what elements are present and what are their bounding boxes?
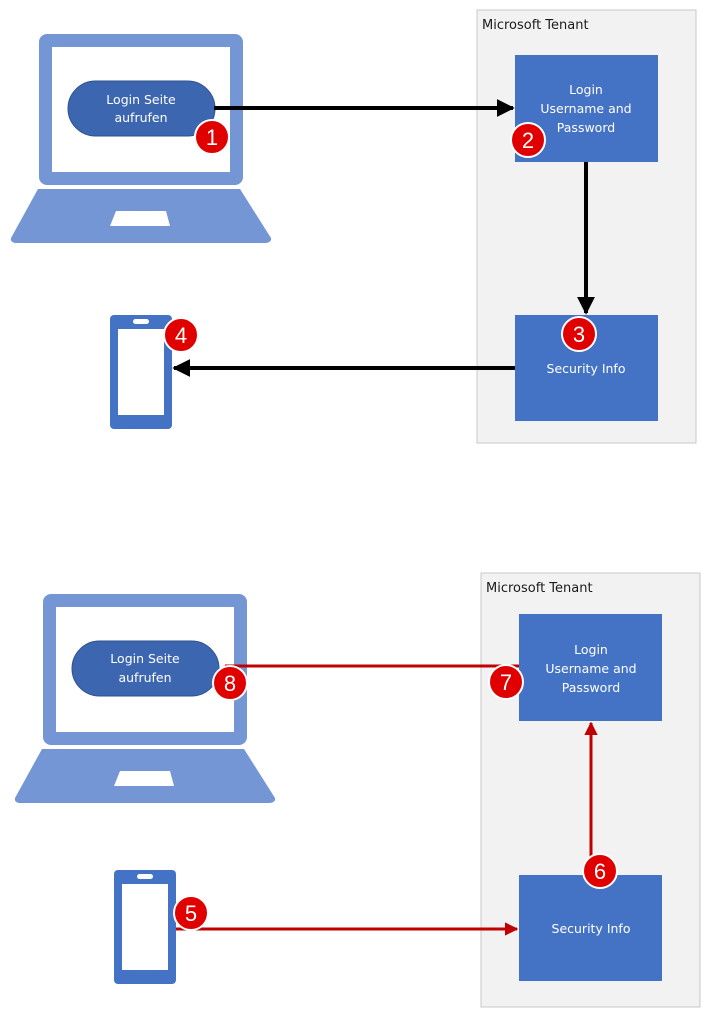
top-login-line-3: Password [557,120,615,135]
bottom-security-info-box [519,875,662,981]
bottom-login-line-1: Login [574,642,608,657]
top-diagram: Microsoft Tenant Login Seite aufrufen Lo… [10,9,697,444]
bottom-step-badge-6: 6 [582,853,618,889]
bottom-step-badge-5: 5 [173,895,209,931]
svg-text:3: 3 [573,322,585,347]
bottom-pill-line-2: aufrufen [118,670,171,685]
top-pill-line-2: aufrufen [114,110,167,125]
top-step-badge-4: 4 [163,317,199,353]
svg-text:2: 2 [522,128,534,153]
svg-text:4: 4 [175,323,187,348]
top-laptop-icon [10,34,272,243]
bottom-security-info-label: Security Info [552,921,631,936]
bottom-diagram: Microsoft Tenant Login Seite aufrufen Lo… [14,572,701,1008]
top-step-badge-3: 3 [561,316,597,352]
svg-text:8: 8 [224,671,236,696]
bottom-phone-icon [114,870,176,984]
top-login-line-1: Login [569,82,603,97]
svg-text:1: 1 [206,125,218,150]
bottom-tenant-label: Microsoft Tenant [486,581,593,596]
bottom-step-badge-7: 7 [488,664,524,700]
top-step-badge-1: 1 [194,119,230,155]
svg-text:7: 7 [500,670,512,695]
bottom-login-line-3: Password [562,680,620,695]
top-step-badge-2: 2 [510,122,546,158]
top-security-info-label: Security Info [547,361,626,376]
bottom-login-box [519,614,662,721]
bottom-step-badge-8: 8 [212,665,248,701]
top-open-login-page-pill [67,80,216,137]
top-pill-line-1: Login Seite [106,92,176,107]
top-phone-icon [110,315,172,429]
top-tenant-label: Microsoft Tenant [482,18,589,33]
bottom-login-line-2: Username and [545,661,636,676]
bottom-open-login-page-pill [71,640,220,697]
svg-text:5: 5 [185,901,197,926]
svg-text:6: 6 [594,859,606,884]
top-login-line-2: Username and [540,101,631,116]
bottom-pill-line-1: Login Seite [110,651,180,666]
